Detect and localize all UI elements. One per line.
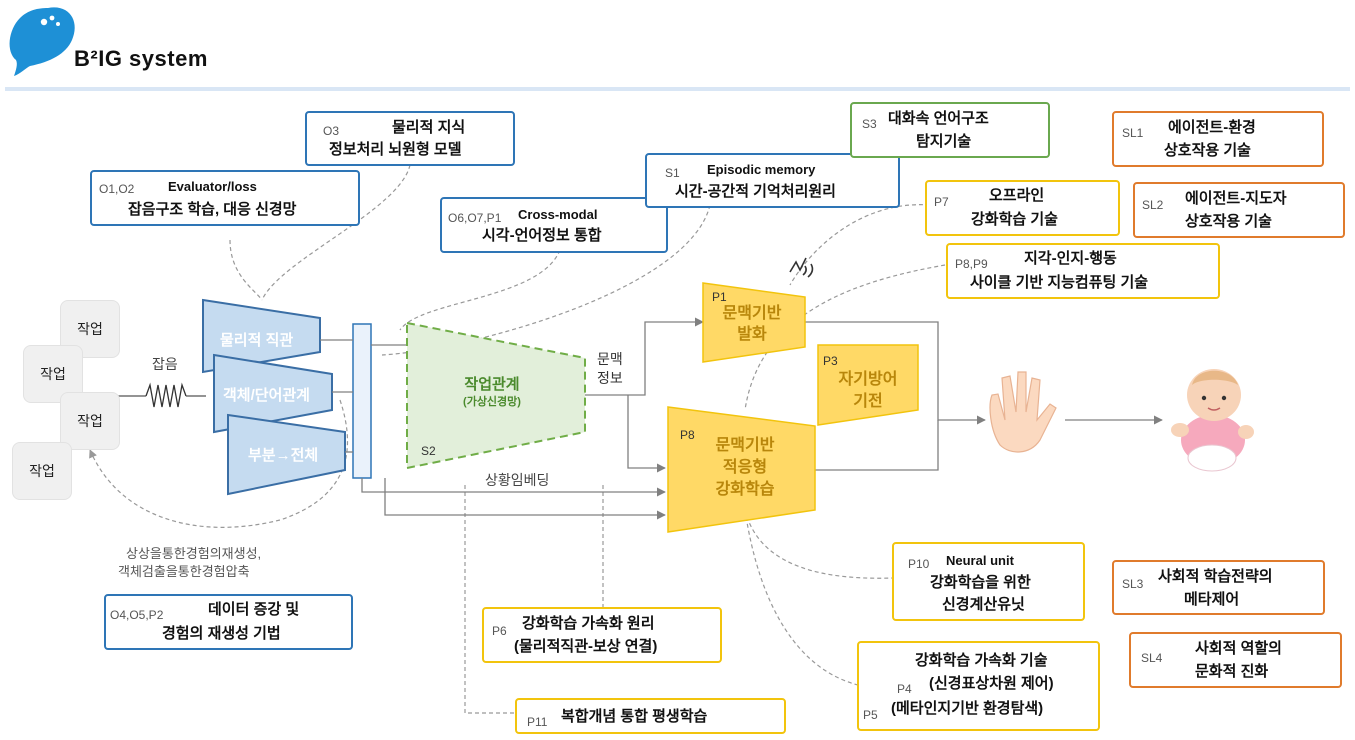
p3-line-1: 자기방어 [838,371,898,388]
task-card-3: 작업 [60,392,120,450]
box-p6: P6 강화학습 가속화 원리 (물리적직관-보상 연결) [482,607,722,663]
baby-icon [1171,369,1254,472]
p8-line-3: 강화학습 [715,481,775,498]
encoder-part-shape [227,413,346,496]
p1-code: P1 [712,290,727,304]
task-relation-title: 작업관계 [464,376,520,393]
noise-zigzag [118,382,206,408]
p8-shape [667,406,816,533]
box-p8p9: P8,P9 지각-인지-행동 사이클 기반 지능컴퓨팅 기술 [946,243,1220,299]
feature-bar [352,323,372,479]
situation-embedding-label: 상황임베딩 [485,472,550,488]
box-s3: S3 대화속 언어구조 탐지기술 [850,102,1050,158]
encoder-physical-shape [202,298,321,374]
encoder-stack [202,298,346,496]
task-relation-code: S2 [421,444,436,458]
p3-code: P3 [823,354,838,368]
encoder-physical-label: 물리적 직관 [220,332,294,349]
box-sl1: SL1 에이전트-환경 상호작용 기술 [1112,111,1324,167]
flow-connectors [320,317,1163,520]
encoder-object-shape [213,353,333,434]
reconstruction-note-1: 상상을통한경험의재생성, [126,546,262,561]
box-s1: S1 Episodic memory 시간-공간적 기억처리원리 [645,153,900,208]
p3-line-2: 기전 [853,393,883,410]
box-p4p5: 강화학습 가속화 기술 P4 (신경표상차원 제어) P5 (메타인지기반 환경… [857,641,1100,731]
task-card-4: 작업 [12,442,72,500]
reconstruction-note-2: 객체검출을통한경험압축 [118,564,250,579]
speech-wave-icon [789,257,814,278]
box-sl4: SL4 사회적 역할의 문화적 진화 [1129,632,1342,688]
encoder-part-label: 부분→전체 [248,447,319,464]
encoder-object-label: 객체/단어관계 [223,387,310,404]
p1-shape [702,282,806,363]
box-p11: P11 복합개념 통합 평생학습 [515,698,786,734]
p1-line-1: 문맥기반 [722,305,782,322]
p1-line-2: 발화 [737,326,767,343]
context-info-2: 정보 [597,370,623,386]
box-sl2: SL2 에이전트-지도자 상호작용 기술 [1133,182,1345,238]
box-p10: P10 Neural unit 강화학습을 위한 신경계산유닛 [892,542,1085,621]
box-o1o2: O1,O2 Evaluator/loss 잡음구조 학습, 대응 신경망 [90,170,360,226]
box-sl3: SL3 사회적 학습전략의 메타제어 [1112,560,1325,615]
p8-code: P8 [680,428,695,442]
yellow-blocks [667,282,919,533]
task-relation-shape [406,321,586,470]
p8-line-1: 문맥기반 [715,437,775,454]
noise-label: 잡음 [152,356,178,372]
box-o3: O3 물리적 지식 정보처리 뇌원형 모델 [305,111,515,166]
hand-icon [989,371,1057,453]
logo-text: B²IG system [74,46,208,71]
p8-line-2: 적응형 [722,459,768,476]
logo-icon [9,7,75,76]
box-o4o5p2: O4,O5,P2 데이터 증강 및 경험의 재생성 기법 [104,594,353,650]
box-o6o7p1: O6,O7,P1 Cross-modal 시각-언어정보 통합 [440,197,668,253]
box-p7: P7 오프라인 강화학습 기술 [925,180,1120,236]
context-info-1: 문맥 [597,351,623,367]
p3-shape [817,344,919,426]
task-relation-sub: (가상신경망) [463,396,521,408]
